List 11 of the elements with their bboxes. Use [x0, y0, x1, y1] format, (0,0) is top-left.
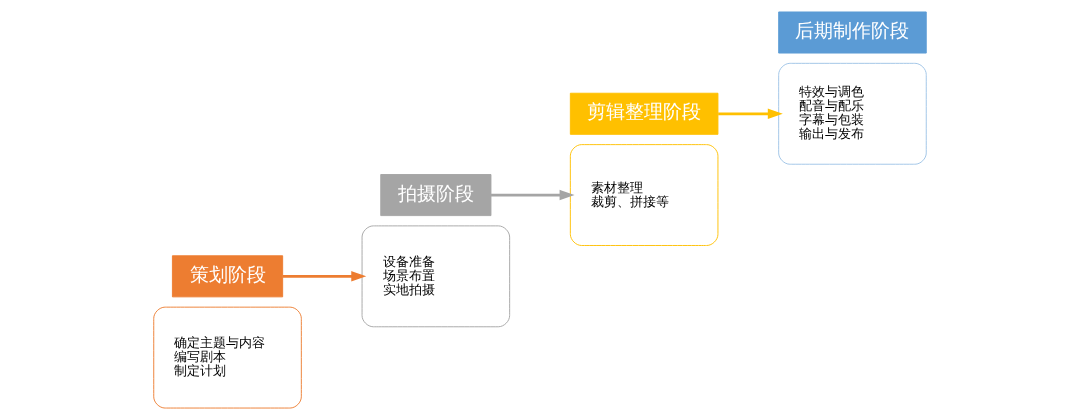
node-box: 拍摄阶段 [380, 174, 492, 217]
arrow [491, 189, 575, 201]
node-box: 特效与调色 配音与配乐 字幕与包装 输出与发布 [778, 62, 927, 165]
arrow [282, 271, 367, 282]
node-box: 后期制作阶段 [778, 11, 927, 54]
node-box: 设备准备 场景布置 实地拍摄 [361, 225, 511, 328]
node-box: 确定主题与内容 编写剧本 制定计划 [153, 306, 302, 409]
arrow [718, 108, 783, 120]
node-box: 剪辑整理阶段 [569, 92, 719, 135]
node-box: 策划阶段 [171, 255, 284, 298]
node-box: 素材整理 裁剪、拼接等 [569, 144, 719, 246]
